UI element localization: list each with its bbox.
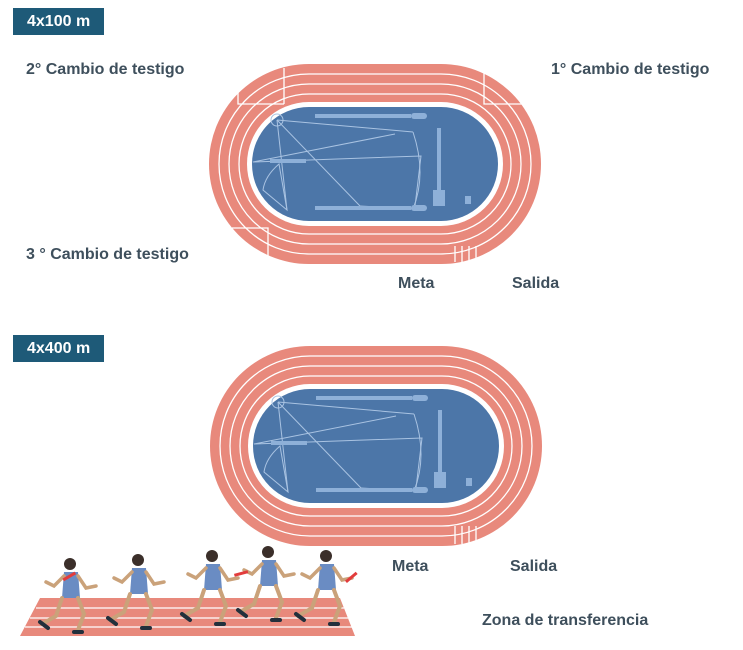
section-tag-4x100: 4x100 m <box>13 8 105 35</box>
label-third-exchange: 3 ° Cambio de testigo <box>26 246 189 263</box>
label-transfer-zone: Zona de transferencia <box>482 612 649 629</box>
start-line-4x400 <box>454 526 477 544</box>
section-tag-4x400: 4x400 m <box>13 335 105 362</box>
label-finish-top: Meta <box>398 275 435 292</box>
label-start-top: Salida <box>512 275 560 292</box>
track-4x100 <box>208 63 542 265</box>
baton <box>62 571 77 582</box>
label-finish-bottom: Meta <box>392 558 429 575</box>
track-4x400 <box>209 345 543 547</box>
label-second-exchange: 2° Cambio de testigo <box>26 61 185 78</box>
label-first-exchange: 1° Cambio de testigo <box>551 61 710 78</box>
exchange-zones-4x100 <box>232 68 531 262</box>
label-start-bottom: Salida <box>510 558 558 575</box>
baton <box>233 570 249 577</box>
baton <box>344 571 358 584</box>
